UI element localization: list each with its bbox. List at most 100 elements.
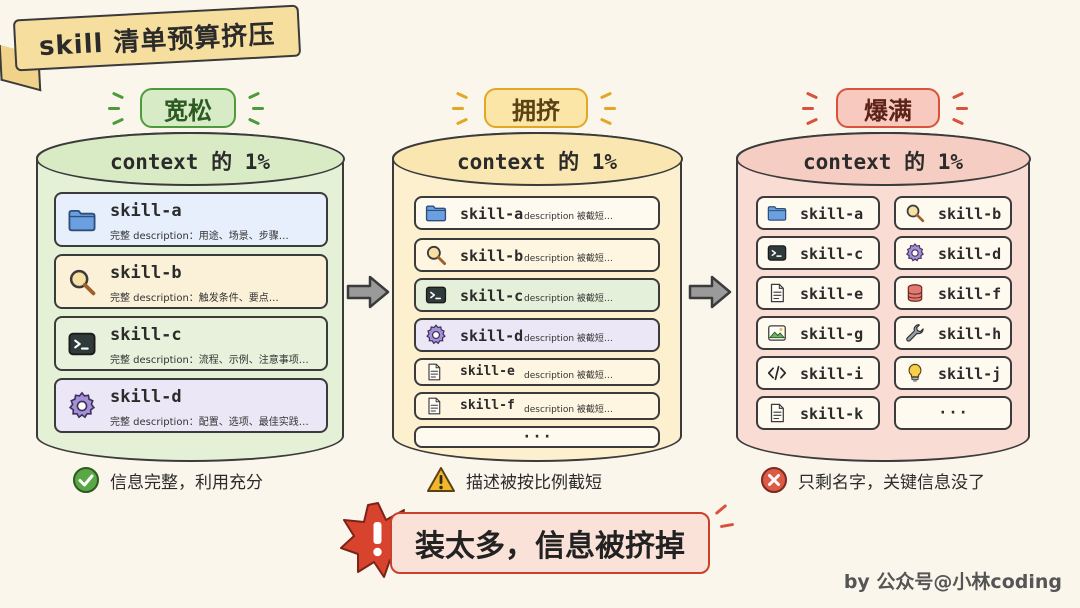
more-skills-card: · · ·: [894, 396, 1012, 430]
terminal-icon: [766, 242, 788, 268]
gear-icon: [424, 323, 448, 351]
skill-description: 完整 description：用途、场景、步骤…: [110, 231, 289, 242]
status-crowded: 描述被按比例截短: [426, 466, 602, 494]
skill-name: skill-b: [938, 205, 1002, 223]
status-loose: 信息完整，利用充分: [72, 466, 263, 494]
folder-icon: [766, 202, 788, 228]
skill-card-skill-c: skill-c: [756, 236, 880, 270]
skill-name: skill-i: [800, 365, 864, 383]
skill-name: skill-h: [938, 325, 1002, 343]
code-icon: [766, 362, 788, 388]
skill-description: description 被截短…: [524, 371, 613, 381]
check-circle-icon: [73, 467, 99, 493]
sparkle-dash: [455, 91, 469, 100]
sparkle-dash: [604, 107, 616, 110]
skill-name: skill-b: [110, 263, 182, 283]
sparkle-dash: [599, 91, 613, 100]
status-full: 只剩名字，关键信息没了: [760, 466, 985, 494]
warning-triangle-icon: [427, 467, 455, 492]
skill-name: skill-c: [460, 287, 524, 305]
skill-name: skill-b: [460, 247, 524, 265]
document-icon: [766, 282, 788, 308]
sparkle-dash: [951, 117, 965, 126]
lightbulb-icon: [904, 362, 926, 388]
sparkle-dash: [805, 91, 819, 100]
cylinder-top: [391, 131, 683, 186]
search-icon: [904, 202, 926, 228]
skill-card-skill-g: skill-g: [756, 316, 880, 350]
sparkle-dash: [599, 117, 613, 126]
skill-name: skill-g: [800, 325, 864, 343]
sparkle-dash: [108, 107, 120, 110]
sparkle-dash: [805, 117, 819, 126]
skill-description: description 被截短…: [524, 405, 613, 415]
cylinder-label: context 的 1%: [109, 150, 271, 174]
folder-icon: [424, 201, 448, 229]
gear-icon: [66, 390, 98, 426]
sparkle-dash: [802, 107, 814, 110]
terminal-icon: [424, 283, 448, 311]
author-credit: by 公众号@小林coding: [843, 571, 1062, 593]
search-icon: [424, 243, 448, 271]
sparkle-dash: [452, 107, 464, 110]
sparkle-dash: [714, 503, 728, 516]
database-icon: [904, 282, 926, 308]
level-tag-full-label: 爆满: [864, 96, 912, 125]
skill-description: description 被截短…: [524, 212, 613, 222]
status-loose-text: 信息完整，利用充分: [110, 472, 263, 493]
skill-name: skill-k: [800, 405, 864, 423]
skill-card-skill-b: skill-b 完整 description：触发条件、要点…: [54, 254, 328, 309]
cylinder-label: context 的 1%: [802, 150, 964, 174]
wrench-icon: [904, 322, 926, 348]
title-ribbon: skill 清单预算挤压: [12, 4, 302, 72]
sparkle-dash: [956, 107, 968, 110]
skill-description: 完整 description：配置、选项、最佳实践…: [110, 417, 309, 428]
document-icon: [424, 362, 444, 386]
skill-name: skill-a: [110, 201, 182, 221]
skill-card-skill-e: skill-e: [756, 276, 880, 310]
skill-description: description 被截短…: [524, 294, 613, 304]
skill-card-skill-a: skill-a: [756, 196, 880, 230]
skill-name: skill-f: [460, 398, 515, 413]
skill-name: skill-e: [460, 364, 515, 379]
right-arrow-icon: [688, 275, 732, 309]
skill-card-skill-f: skill-f: [894, 276, 1012, 310]
status-full-text: 只剩名字，关键信息没了: [798, 472, 985, 493]
document-icon: [424, 396, 444, 420]
sparkle-dash: [455, 117, 469, 126]
gear-icon: [904, 242, 926, 268]
more-skills-card: · · ·: [414, 426, 660, 448]
level-tag-full: 爆满: [836, 88, 940, 128]
skill-description: 完整 description：触发条件、要点…: [110, 293, 279, 304]
cross-circle-icon: [761, 467, 787, 493]
sparkle-dash: [252, 107, 264, 110]
conclusion-banner-text: 装太多，信息被挤掉: [415, 529, 685, 564]
sparkle-dash: [719, 522, 735, 529]
skill-name: skill-d: [938, 245, 1002, 263]
skill-card-skill-j: skill-j: [894, 356, 1012, 390]
level-tag-loose-label: 宽松: [164, 96, 212, 125]
right-arrow-icon: [346, 275, 390, 309]
cylinder-top: [35, 131, 345, 186]
skill-card-skill-d: skill-d: [894, 236, 1012, 270]
skill-name: skill-c: [800, 245, 864, 263]
cylinder-label: context 的 1%: [456, 150, 618, 174]
level-tag-loose: 宽松: [140, 88, 236, 128]
skill-name: skill-c: [110, 325, 182, 345]
skill-description: 完整 description：流程、示例、注意事项…: [110, 355, 309, 366]
image-icon: [766, 322, 788, 348]
skill-description: description 被截短…: [524, 334, 613, 344]
sparkle-dash: [247, 91, 261, 100]
skill-card-skill-f: skill-f description 被截短…: [414, 392, 660, 420]
skill-card-skill-b: skill-b: [894, 196, 1012, 230]
skill-card-skill-a: skill-a 完整 description：用途、场景、步骤…: [54, 192, 328, 247]
skill-card-skill-i: skill-i: [756, 356, 880, 390]
page-title: skill 清单预算挤压: [38, 19, 277, 62]
skill-name: skill-j: [938, 365, 1002, 383]
sparkle-dash: [951, 91, 965, 100]
level-tag-crowded: 拥挤: [484, 88, 588, 128]
